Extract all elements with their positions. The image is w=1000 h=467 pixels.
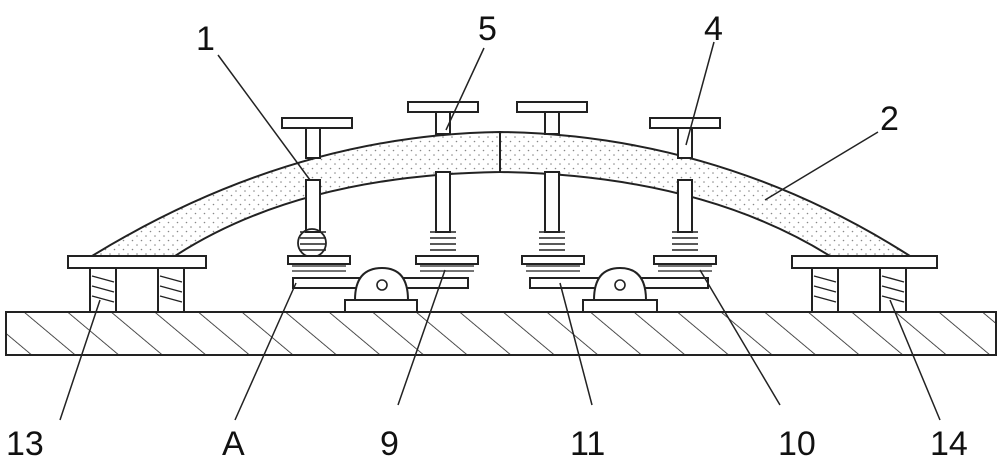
right-end-support [791,255,938,313]
label-5: 5 [478,10,497,48]
base-plate [5,311,997,356]
left-end-support [67,255,207,313]
detail-circle-a [297,228,327,258]
rod-springs [300,231,698,251]
label-4: 4 [704,10,723,48]
label-9: 9 [380,425,399,463]
lower-rods [305,171,693,233]
label-1: 1 [196,20,215,58]
label-a: A [222,425,245,463]
label-2: 2 [880,100,899,138]
label-14: 14 [930,425,968,463]
label-13: 13 [6,425,44,463]
label-10: 10 [778,425,816,463]
plate-springs [292,265,712,272]
label-11: 11 [570,425,605,463]
leader-lines [59,41,941,421]
top-post-group [281,101,721,159]
pivot-supports [344,266,658,313]
lever-top-plates [287,255,717,265]
